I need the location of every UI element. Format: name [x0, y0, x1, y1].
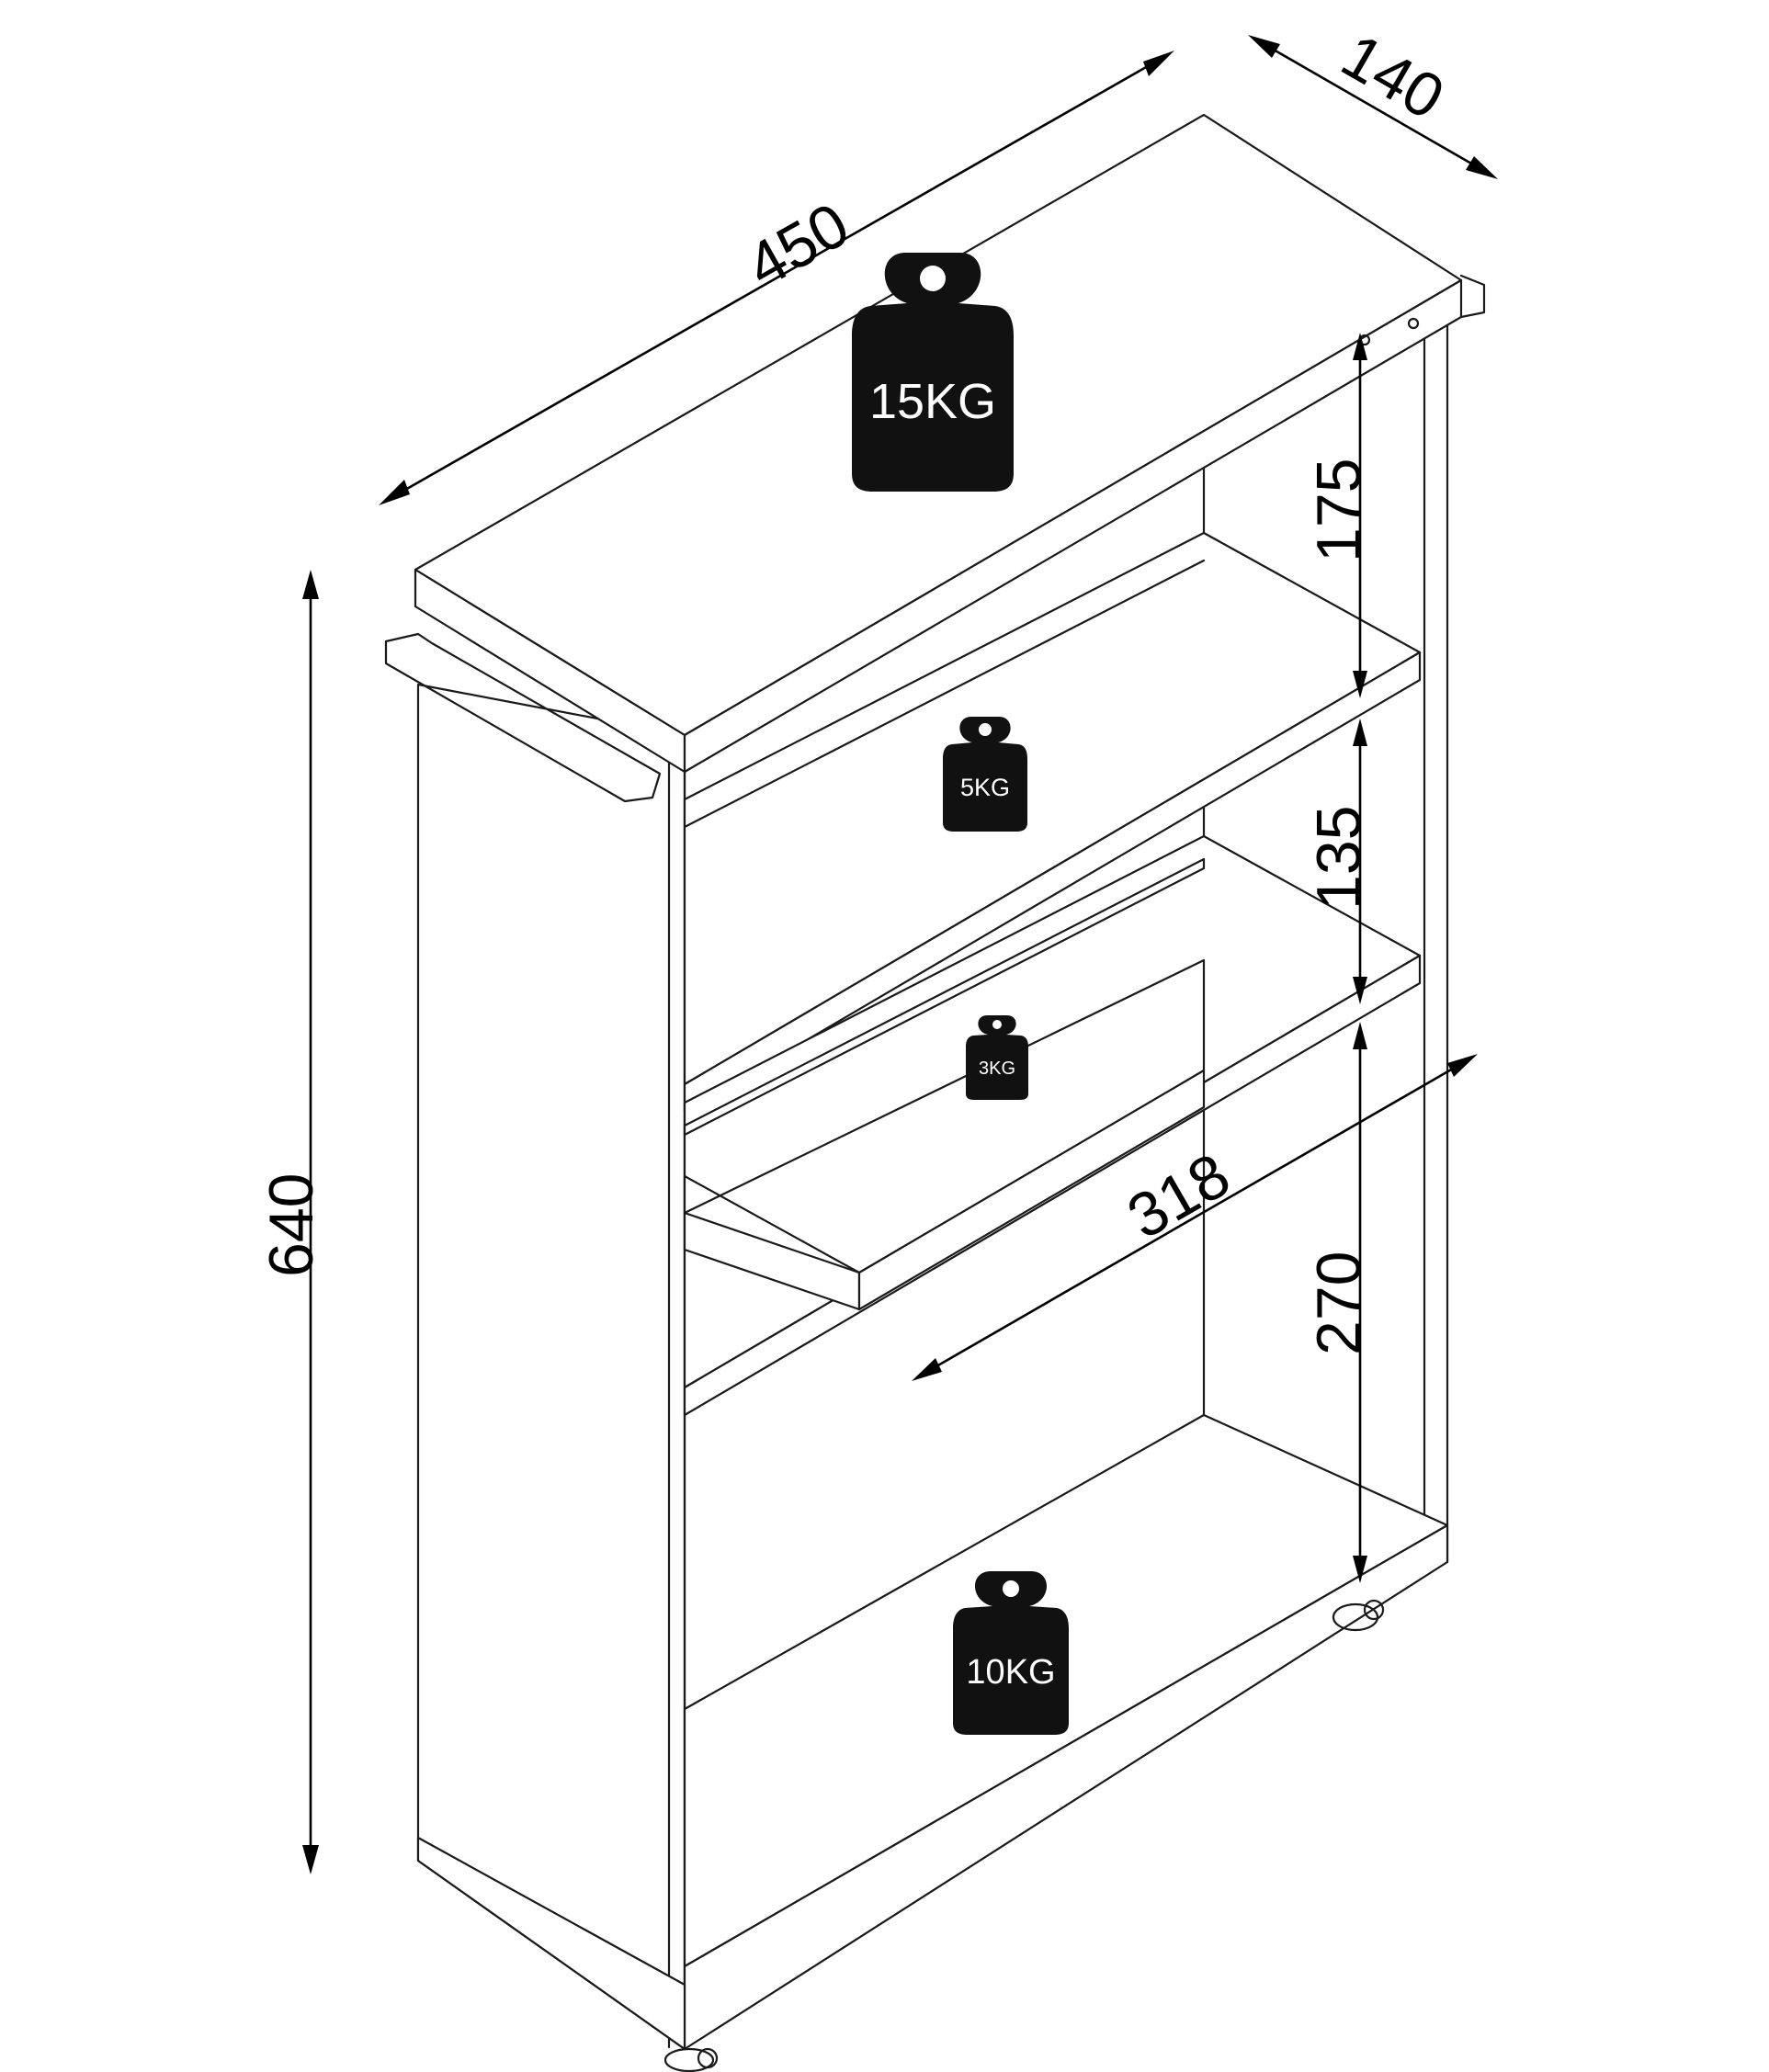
dimension-gap-middle: 135: [1304, 719, 1374, 1004]
dimension-width-label: 450: [735, 189, 860, 301]
pull-out-shelf-right: [857, 1069, 1206, 1311]
side-handle: [384, 632, 662, 803]
dimension-height-label: 640: [256, 1173, 326, 1277]
dimension-gap-middle-label: 135: [1304, 806, 1374, 910]
dimension-depth-label: 140: [1331, 20, 1456, 133]
dimension-gap-top-label: 175: [1304, 459, 1374, 562]
weight-icon-bottom: 10KG: [953, 1571, 1069, 1735]
dimension-gap-bottom: 270: [1304, 1022, 1374, 1583]
weight-icon-top: 15KG: [852, 253, 1014, 492]
weight-label-upper-shelf: 5KG: [960, 774, 1010, 801]
right-back-post: [1423, 290, 1449, 1538]
load-ratings: 15KG 5KG 3KG 10KG: [852, 253, 1069, 1735]
dimension-depth: 140: [1248, 20, 1498, 179]
weight-icon-lower-shelf: 3KG: [966, 1015, 1028, 1100]
dimension-height: 640: [256, 570, 326, 1874]
left-side-panel: [416, 683, 686, 2051]
weight-label-top: 15KG: [869, 374, 996, 429]
dimension-shelf-width-label: 318: [1117, 1139, 1242, 1252]
screw-icon: [1407, 317, 1420, 330]
weight-icon-upper-shelf: 5KG: [943, 717, 1027, 832]
back-handle: [1459, 274, 1486, 319]
weight-label-bottom: 10KG: [966, 1653, 1055, 1692]
dimension-gap-top: 175: [1304, 333, 1374, 698]
weight-label-lower-shelf: 3KG: [979, 1059, 1015, 1079]
pull-out-shelf: [683, 857, 1206, 1137]
dimension-gap-bottom-label: 270: [1304, 1251, 1374, 1355]
wheel-icon: [663, 2047, 719, 2072]
wheel-icon: [1332, 1599, 1385, 1632]
